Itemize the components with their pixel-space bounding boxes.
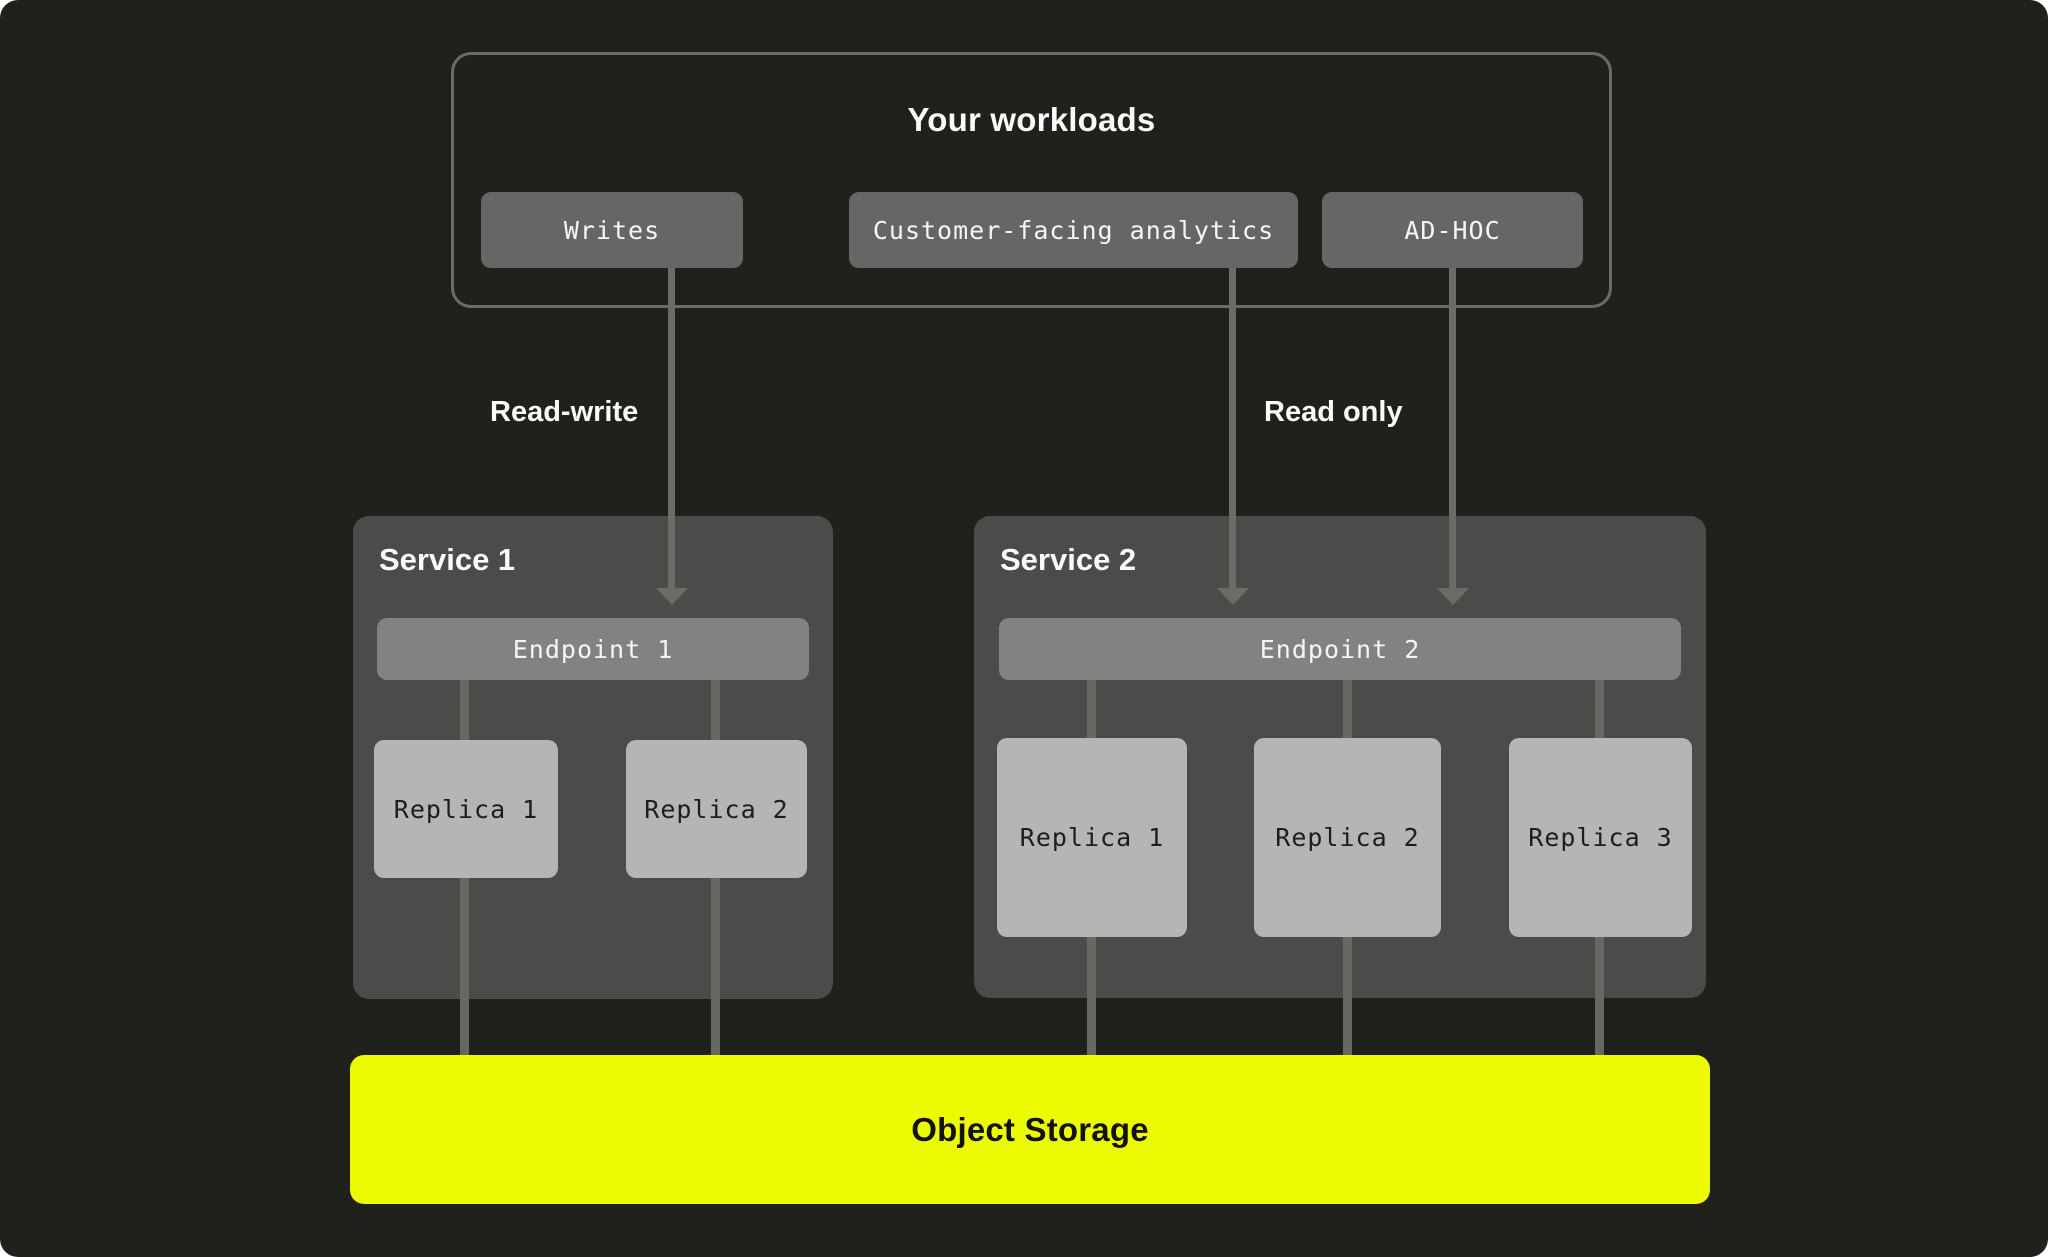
service-2-endpoint-bar: Endpoint 2 xyxy=(999,618,1681,680)
edge-label-read-only: Read only xyxy=(1264,396,1403,428)
arrow-line-analytics-to-endpoint-2 xyxy=(1229,268,1236,590)
arrow-down-head-icon xyxy=(1217,588,1249,605)
arrow-line-writes-to-endpoint-1 xyxy=(668,268,675,590)
workload-chip-ad-hoc: AD-HOC xyxy=(1322,192,1583,268)
service-2-title: Service 2 xyxy=(1000,542,1137,577)
service-1-replica-2-box: Replica 2 xyxy=(626,740,807,878)
workloads-title: Your workloads xyxy=(907,101,1156,138)
workload-chip-writes: Writes xyxy=(481,192,743,268)
arrow-down-head-icon xyxy=(1437,588,1469,605)
workloads-group-box: Your workloads Writes Customer-facing an… xyxy=(451,52,1612,308)
service-1-replica-1-box: Replica 1 xyxy=(374,740,558,878)
edge-label-read-write: Read-write xyxy=(490,396,639,428)
object-storage-bar: Object Storage xyxy=(350,1055,1710,1204)
workload-chip-customer-facing-analytics: Customer-facing analytics xyxy=(849,192,1298,268)
service-1-title: Service 1 xyxy=(379,542,516,577)
service-1-endpoint-bar: Endpoint 1 xyxy=(377,618,809,680)
arrow-line-adhoc-to-endpoint-2 xyxy=(1449,268,1456,590)
service-2-replica-2-box: Replica 2 xyxy=(1254,738,1441,937)
service-2-replica-3-box: Replica 3 xyxy=(1509,738,1692,937)
service-2-replica-1-box: Replica 1 xyxy=(997,738,1187,937)
arrow-down-head-icon xyxy=(656,588,688,605)
service-1-panel: Service 1 Endpoint 1 Replica 1 Replica 2 xyxy=(353,516,833,999)
service-2-panel: Service 2 Endpoint 2 Replica 1 Replica 2… xyxy=(974,516,1706,998)
